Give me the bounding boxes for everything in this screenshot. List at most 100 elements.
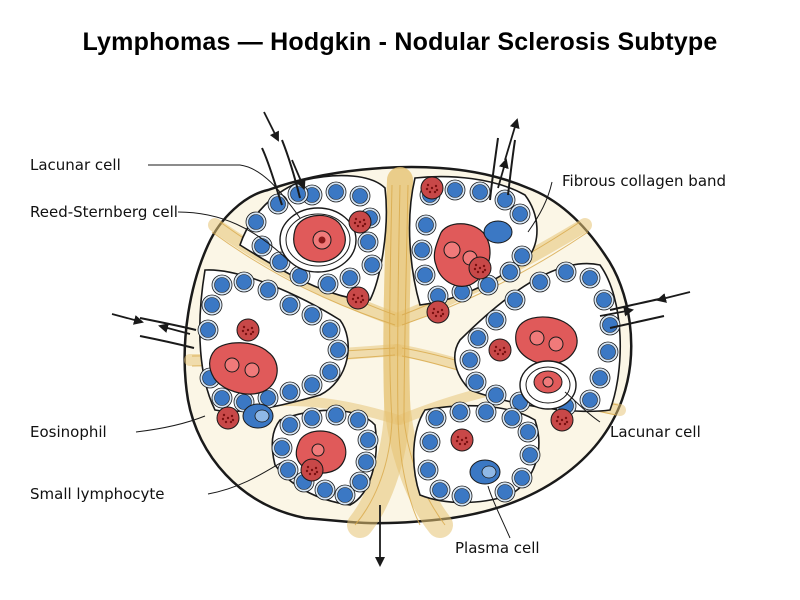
eosinophil: [216, 406, 240, 430]
small-lymphocyte: [289, 265, 311, 287]
small-lymphocyte: [339, 267, 361, 289]
small-lymphocyte: [444, 179, 466, 201]
small-lymphocyte: [415, 214, 437, 236]
small-lymphocyte: [501, 407, 523, 429]
small-lymphocyte: [427, 285, 449, 307]
small-lymphocyte: [319, 361, 341, 383]
small-lymphocyte: [599, 314, 621, 336]
small-lymphocyte: [509, 203, 531, 225]
small-lymphocyte: [245, 211, 267, 233]
small-lymphocyte: [357, 429, 379, 451]
small-lymphocyte: [414, 264, 436, 286]
label-eosinophil: Eosinophil: [30, 423, 107, 441]
small-lymphocyte: [211, 274, 233, 296]
small-lymphocyte: [579, 389, 601, 411]
small-lymphocyte: [277, 459, 299, 481]
small-lymphocyte: [325, 181, 347, 203]
flow-arrows: [111, 111, 691, 567]
eosinophil: [488, 338, 512, 362]
small-lymphocyte: [429, 479, 451, 501]
small-lymphocyte: [361, 254, 383, 276]
small-lymphocyte: [451, 485, 473, 507]
eosinophil: [300, 458, 324, 482]
reed-sternberg-cell-left: [209, 342, 278, 395]
eosinophil: [426, 300, 450, 324]
small-lymphocyte: [271, 437, 293, 459]
small-lymphocyte: [467, 327, 489, 349]
small-lymphocyte: [301, 374, 323, 396]
small-lymphocyte: [494, 189, 516, 211]
label-lacunar-cell-right: Lacunar cell: [610, 423, 701, 441]
label-lacunar-cell-top: Lacunar cell: [30, 156, 121, 174]
small-lymphocyte: [555, 261, 577, 283]
small-lymphocyte: [519, 444, 541, 466]
small-lymphocyte: [279, 294, 301, 316]
eosinophils: [216, 176, 574, 482]
small-lymphocyte: [349, 185, 371, 207]
eosinophil: [348, 210, 372, 234]
small-lymphocyte: [485, 309, 507, 331]
small-lymphocyte: [417, 459, 439, 481]
eosinophil: [236, 318, 260, 342]
small-lymphocyte: [477, 274, 499, 296]
label-small-lymphocyte: Small lymphocyte: [30, 485, 165, 503]
small-lymphocyte: [465, 371, 487, 393]
small-lymphocyte: [425, 407, 447, 429]
small-lymphocyte: [267, 193, 289, 215]
eosinophil: [550, 408, 574, 432]
label-fibrous-collagen-band: Fibrous collagen band: [562, 172, 726, 190]
small-lymphocyte: [517, 421, 539, 443]
small-lymphocyte: [319, 319, 341, 341]
small-lymphocyte: [494, 481, 516, 503]
small-lymphocyte: [317, 273, 339, 295]
small-lymphocyte: [301, 407, 323, 429]
small-lymphocyte: [211, 387, 233, 409]
eosinophil: [450, 428, 474, 452]
small-lymphocyte: [201, 294, 223, 316]
small-lymphocytes: [197, 179, 621, 507]
small-lymphocyte: [511, 467, 533, 489]
eosinophil: [420, 176, 444, 200]
small-lymphocyte: [411, 239, 433, 261]
small-lymphocyte: [327, 339, 349, 361]
label-reed-sternberg-cell: Reed-Sternberg cell: [30, 203, 178, 221]
small-lymphocyte: [334, 484, 356, 506]
small-lymphocyte: [314, 479, 336, 501]
diagram-title: Lymphomas — Hodgkin - Nodular Sclerosis …: [82, 28, 718, 56]
small-lymphocyte: [593, 289, 615, 311]
small-lymphocyte: [347, 409, 369, 431]
eosinophil: [468, 256, 492, 280]
small-lymphocyte: [449, 401, 471, 423]
plasma-cells: [242, 220, 513, 485]
small-lymphocyte: [197, 319, 219, 341]
small-lymphocyte: [325, 404, 347, 426]
small-lymphocyte: [355, 451, 377, 473]
small-lymphocyte: [589, 367, 611, 389]
lacunar-cell-top-left: [279, 207, 357, 273]
small-lymphocyte: [485, 384, 507, 406]
small-lymphocyte: [597, 341, 619, 363]
small-lymphocyte: [233, 271, 255, 293]
small-lymphocyte: [475, 401, 497, 423]
small-lymphocyte: [257, 279, 279, 301]
leader-lines: [135, 164, 601, 539]
eosinophil: [346, 286, 370, 310]
small-lymphocyte: [357, 231, 379, 253]
small-lymphocyte: [469, 181, 491, 203]
small-lymphocyte: [251, 235, 273, 257]
lacunar-cell-right: [519, 360, 577, 410]
label-plasma-cell: Plasma cell: [455, 539, 540, 557]
small-lymphocyte: [529, 271, 551, 293]
small-lymphocyte: [419, 431, 441, 453]
small-lymphocyte: [504, 289, 526, 311]
small-lymphocyte: [511, 245, 533, 267]
small-lymphocyte: [579, 267, 601, 289]
small-lymphocyte: [459, 349, 481, 371]
small-lymphocyte: [279, 414, 301, 436]
small-lymphocyte: [301, 304, 323, 326]
reed-sternberg-cell-right: [515, 316, 578, 365]
small-lymphocyte: [279, 381, 301, 403]
small-lymphocyte: [499, 261, 521, 283]
small-lymphocyte: [349, 471, 371, 493]
